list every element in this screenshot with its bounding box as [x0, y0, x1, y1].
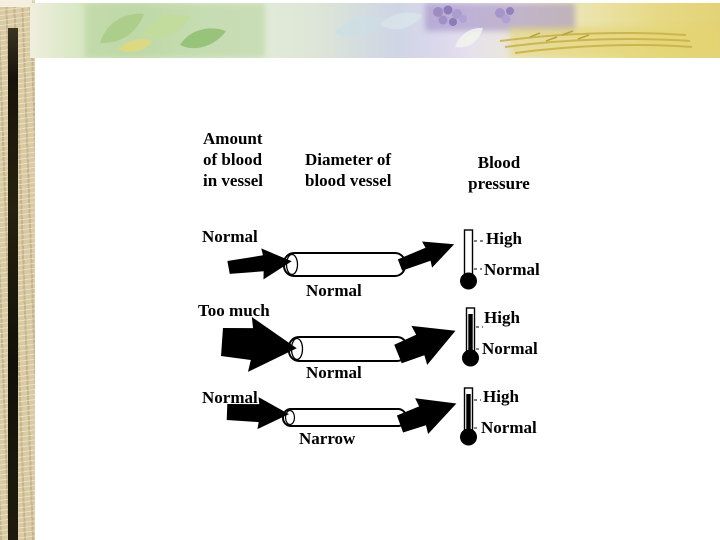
- header-vessel-diameter: Diameter of blood vessel: [305, 150, 392, 190]
- pressure-gauge-row1-icon: [460, 229, 484, 290]
- row1-vessel-label: Normal: [306, 281, 362, 300]
- pressure-gauge-row2-icon: [462, 307, 483, 367]
- row3-vessel-label: Narrow: [299, 429, 356, 448]
- outflow-arrow-row3-icon: [396, 398, 457, 434]
- row1-gauge-high-label: High: [486, 229, 522, 248]
- outflow-arrow-row1-icon: [397, 241, 455, 271]
- wheat-decoration-icon: [499, 32, 693, 54]
- row2-gauge-high-label: High: [484, 308, 520, 327]
- leaf-decoration-icon: [100, 12, 483, 52]
- row2-amount-label: Too much: [198, 301, 270, 320]
- inflow-arrow-row2-icon: [221, 317, 297, 372]
- vessel-tube-row3: [282, 408, 407, 427]
- row1-gauge-normal-label: Normal: [484, 260, 540, 279]
- vessel-tube-row2: [288, 336, 408, 362]
- row1-amount-label: Normal: [202, 227, 258, 246]
- row2-gauge-normal-label: Normal: [482, 339, 538, 358]
- top-left-corner: [0, 0, 32, 7]
- inflow-arrow-row1-icon: [227, 248, 292, 280]
- row3-amount-label: Normal: [202, 388, 258, 407]
- header-blood-pressure: Blood pressure: [468, 153, 530, 193]
- banner-decoration: [100, 5, 693, 54]
- flower-cluster-icon: [433, 5, 514, 26]
- row2-vessel-label: Normal: [306, 363, 362, 382]
- outflow-arrow-row2-icon: [394, 325, 456, 365]
- header-amount-of-blood: Amount of blood in vessel: [203, 129, 263, 190]
- wheat-grain-icon: [529, 30, 590, 42]
- pressure-gauge-row3-icon: [460, 387, 481, 446]
- vessel-tube-row1: [283, 252, 406, 277]
- row3-gauge-normal-label: Normal: [481, 418, 537, 437]
- row3-gauge-high-label: High: [483, 387, 519, 406]
- left-border-dark-strip: [8, 28, 18, 540]
- top-banner-collage: [30, 3, 720, 58]
